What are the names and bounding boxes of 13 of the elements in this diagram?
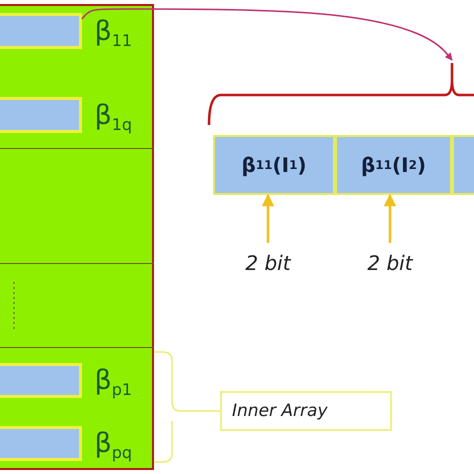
array-cell [452, 135, 474, 195]
bracket-connector [153, 351, 221, 463]
beta-label: β$_{p1}$ [94, 367, 132, 398]
panel-background [0, 4, 154, 470]
arrow [384, 194, 396, 243]
arrow [81, 8, 453, 61]
label-box: Inner Array [220, 391, 392, 431]
arrow [262, 194, 274, 243]
beta-label: β$_{11}$ [94, 18, 132, 48]
beta-label: β$_{pq}$ [94, 430, 132, 461]
bit-label: 2 bit [360, 243, 420, 275]
beta-label: β$_{1q}$ [94, 102, 132, 132]
bit-label: 2 bit [238, 243, 298, 275]
